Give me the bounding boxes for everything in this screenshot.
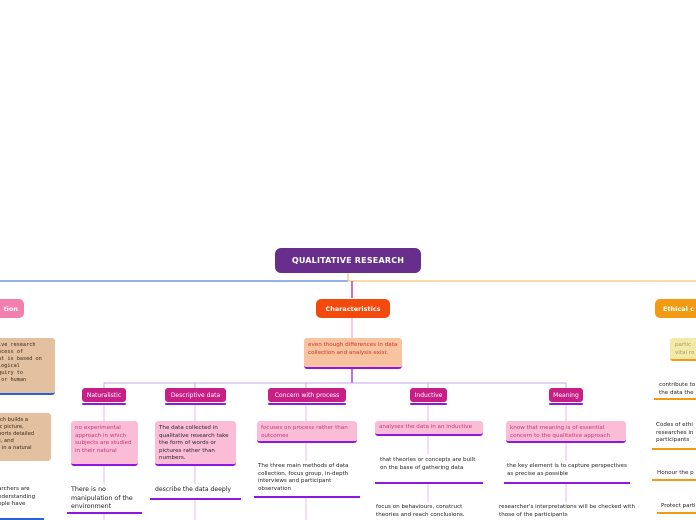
branch-characteristics[interactable]: Characteristics: [316, 299, 390, 318]
subtopic-naturalistic[interactable]: Naturalistic: [82, 388, 126, 405]
inductive-detail[interactable]: that theories or concepts are built on t…: [375, 456, 483, 484]
descriptive-detail[interactable]: describe the data deeply: [150, 486, 241, 500]
characteristics-note[interactable]: even though differences in data collecti…: [304, 338, 402, 369]
subtopic-concern-with-process[interactable]: Concern with process: [268, 388, 346, 405]
left-note-3[interactable]: archers are nderstanding ople have: [0, 486, 44, 520]
subtopic-inductive[interactable]: Inductive: [410, 388, 447, 405]
root-node[interactable]: QUALITATIVE RESEARCH: [275, 248, 421, 273]
subtopic-meaning[interactable]: Meaning: [549, 388, 583, 405]
right-note-2[interactable]: Codes of ethi researches in participants: [652, 422, 696, 450]
right-note-yellow[interactable]: partic vital ro: [670, 338, 696, 361]
descriptive-note[interactable]: The data collected in qualitative resear…: [155, 421, 236, 466]
branch-left[interactable]: tion: [0, 299, 24, 318]
left-note-1[interactable]: ive research ocess of at is based on log…: [0, 338, 55, 395]
right-note-4[interactable]: Protect parti: [657, 503, 696, 514]
subtopic-descriptive-data[interactable]: Descriptive data: [165, 388, 226, 405]
naturalistic-detail[interactable]: There is no manipulation of the environm…: [67, 486, 142, 514]
meaning-detail-2[interactable]: researcher's interpretations will be che…: [499, 504, 636, 518]
branch-ethical[interactable]: Ethical c: [655, 299, 696, 318]
process-detail[interactable]: The three main methods of data collectio…: [254, 463, 360, 498]
meaning-note[interactable]: know that meaning is of essential concer…: [506, 421, 626, 443]
right-note-1[interactable]: contribute to the data the: [654, 382, 696, 400]
left-note-2[interactable]: rch builds a ic picture, ports detailed …: [0, 413, 51, 461]
meaning-detail[interactable]: the key element is to capture perspectiv…: [504, 463, 630, 484]
process-note[interactable]: focuses on process rather than outcomes: [257, 421, 357, 443]
inductive-note[interactable]: analyses the data in an inductive: [375, 421, 483, 436]
right-note-3[interactable]: Honour the p: [652, 470, 696, 481]
naturalistic-note[interactable]: no experimental approach in which subjec…: [71, 421, 138, 466]
inductive-detail-2[interactable]: focus on behaviours, construct theories …: [376, 504, 465, 518]
